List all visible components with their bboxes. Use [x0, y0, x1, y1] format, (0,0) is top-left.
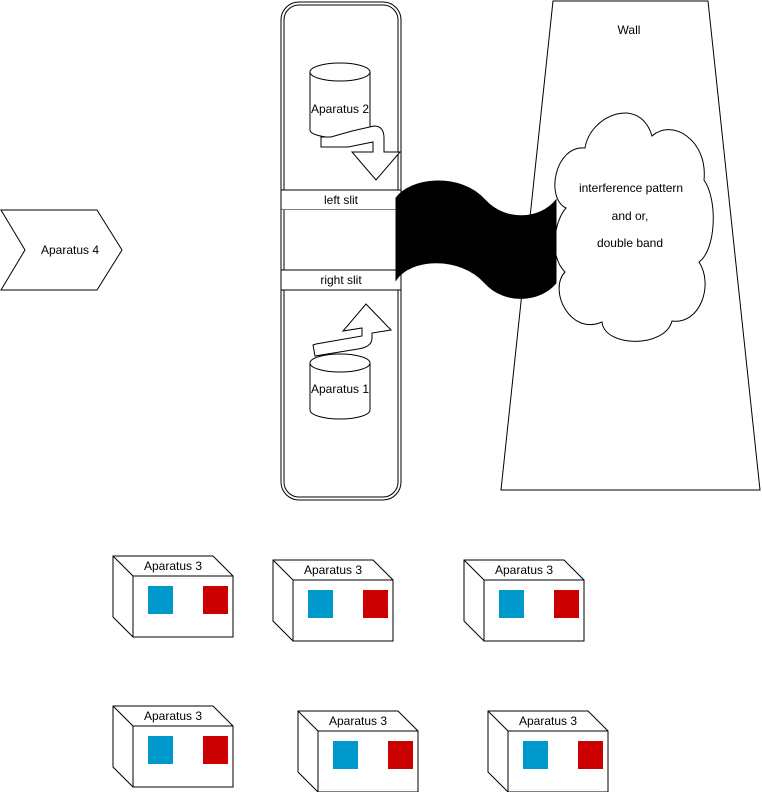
blue-indicator: [308, 590, 333, 618]
detector-apparatus-3[interactable]: Aparatus 3: [297, 710, 419, 792]
right-slit[interactable]: right slit: [280, 269, 402, 291]
right-slit-label: right slit: [320, 273, 362, 287]
apparatus-1-cylinder-top: [309, 353, 371, 373]
apparatus-2-label: Aparatus 2: [311, 102, 369, 116]
slit-gap: [281, 210, 401, 270]
detector-edge: [272, 559, 294, 581]
blue-indicator: [148, 586, 173, 614]
cloud-line-3: double band: [597, 236, 663, 250]
detector-label: Aparatus 3: [519, 714, 577, 728]
detector-front-face: [292, 579, 394, 642]
arrow-down-icon: [320, 125, 402, 181]
interference-cloud[interactable]: interference pattern and or, double band: [554, 112, 714, 342]
cloud-line-2: and or,: [612, 209, 649, 223]
detector-label: Aparatus 3: [495, 563, 553, 577]
cloud-line-1: interference pattern: [579, 181, 683, 195]
cloud-shape: [554, 112, 714, 342]
detector-front-face: [507, 730, 609, 792]
slit-barrier[interactable]: left slit right slit Aparatus 2 Aparatus…: [280, 1, 402, 501]
apparatus-1-label: Aparatus 1: [311, 382, 369, 396]
wall-label: Wall: [618, 23, 641, 37]
detector-edge: [112, 555, 134, 577]
blue-indicator: [148, 736, 173, 764]
detector-front-face: [317, 730, 419, 792]
detector-label: Aparatus 3: [144, 709, 202, 723]
apparatus-1[interactable]: Aparatus 1: [309, 303, 393, 420]
detector-apparatus-3[interactable]: Aparatus 3: [112, 555, 234, 638]
left-slit[interactable]: left slit: [280, 189, 402, 211]
apparatus-2[interactable]: Aparatus 2: [309, 62, 402, 181]
detector-apparatus-3[interactable]: Aparatus 3: [463, 559, 585, 642]
right-slit-band: [280, 269, 402, 291]
detector-apparatus-3[interactable]: Aparatus 3: [272, 559, 394, 642]
wave-band: [395, 180, 557, 299]
apparatus-4[interactable]: Aparatus 4: [0, 209, 123, 291]
red-indicator: [363, 590, 388, 618]
red-indicator: [203, 586, 228, 614]
apparatus-4-label: Aparatus 4: [41, 243, 99, 257]
red-indicator: [203, 736, 228, 764]
blue-indicator: [499, 590, 524, 618]
blue-indicator: [333, 741, 358, 769]
detector-label: Aparatus 3: [329, 714, 387, 728]
detector-edge: [112, 705, 134, 727]
red-indicator: [578, 741, 603, 769]
detector-apparatus-3[interactable]: Aparatus 3: [487, 710, 609, 792]
blue-indicator: [523, 741, 548, 769]
detector-label: Aparatus 3: [304, 563, 362, 577]
detector-edge: [297, 710, 319, 732]
detector-front-face: [132, 575, 234, 638]
detector-edge: [487, 710, 509, 732]
left-slit-label: left slit: [324, 193, 359, 207]
red-indicator: [554, 590, 579, 618]
detector-front-face: [483, 579, 585, 642]
detector-edge: [463, 559, 485, 581]
detector-apparatus-3[interactable]: Aparatus 3: [112, 705, 234, 788]
apparatus-4-shape: [0, 209, 123, 291]
detector-front-face: [132, 725, 234, 788]
detector-label: Aparatus 3: [144, 559, 202, 573]
apparatus-1-cylinder: [309, 363, 371, 420]
arrow-up-icon: [312, 303, 393, 357]
apparatus-2-cylinder-top: [309, 62, 371, 82]
red-indicator: [388, 741, 413, 769]
detector-group: Aparatus 3 Aparatus 3 Aparatus 3 Aparatus 3…: [112, 555, 609, 792]
